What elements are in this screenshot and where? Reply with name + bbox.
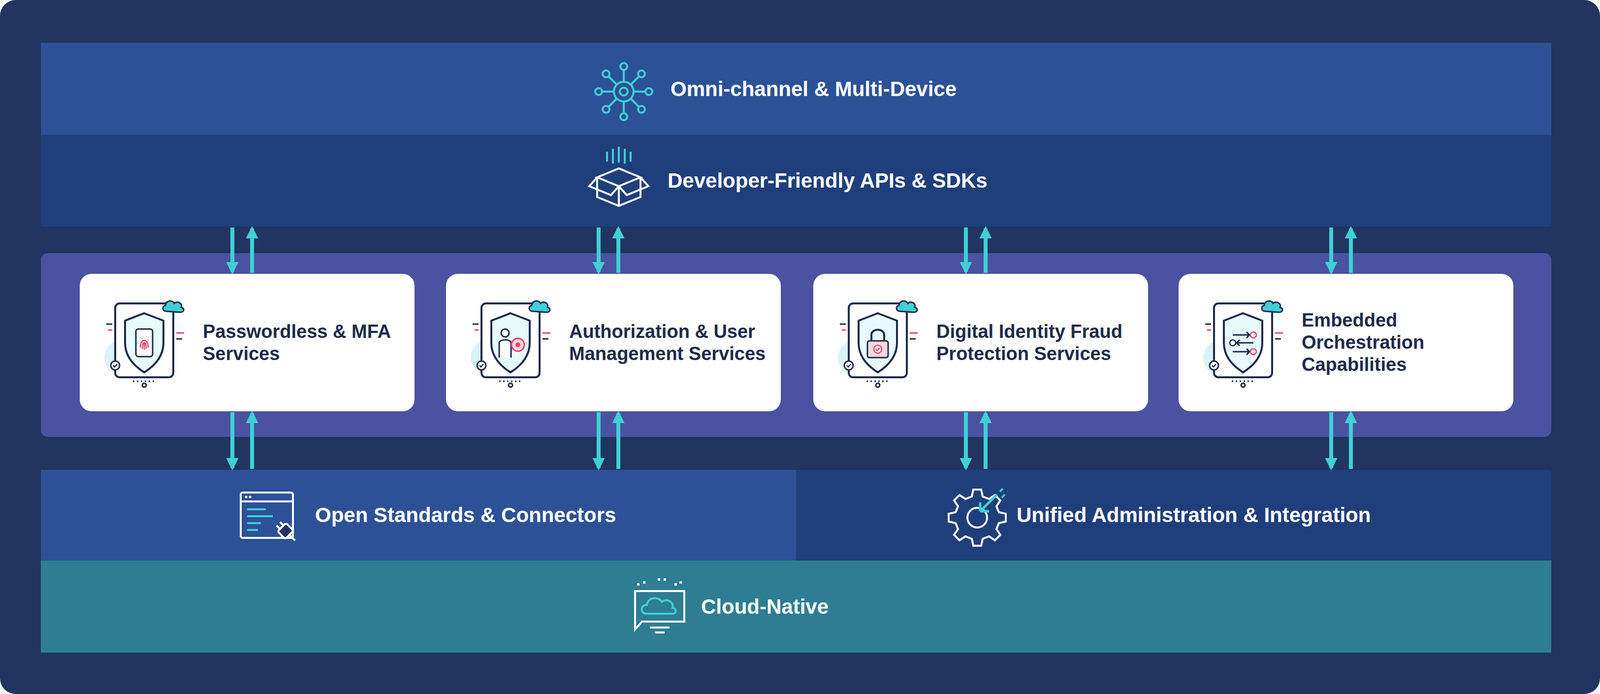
band-ground (40, 469, 797, 561)
layer-band: Open Standards & Connectors (40, 469, 797, 561)
flow-arrow (983, 413, 988, 469)
layer-band: Omni-channel & Multi-Device (40, 42, 1552, 135)
card-ground (813, 273, 1149, 412)
layer-band: Developer-Friendly APIs & SDKs (40, 134, 1552, 227)
flow-arrow (1329, 412, 1334, 468)
band-ground (40, 134, 1552, 227)
cloud-icon (635, 577, 685, 633)
service-card: Embedded Orchestration Capabilities (1178, 273, 1514, 412)
lock-icon (837, 300, 918, 387)
flow-arrow (596, 227, 601, 272)
band-ground (796, 469, 1552, 561)
band-title: Developer-Friendly APIs & SDKs (667, 168, 988, 193)
service-card: Authorization & User Management Services (446, 273, 781, 412)
band-title: Omni-channel & Multi-Device (670, 77, 957, 101)
flow-arrow (1329, 227, 1334, 272)
flow-arrow (230, 412, 235, 468)
flow-arrow (1348, 228, 1353, 273)
card-title: Passwordless & MFA Services (202, 320, 403, 365)
flow-arrow (963, 227, 968, 272)
flow-arrow (1348, 413, 1353, 469)
flow-arrow (616, 413, 621, 469)
layer-band: Unified Administration & Integration (796, 469, 1552, 561)
service-card: Passwordless & MFA Services (79, 273, 415, 412)
flow-arrow (596, 412, 601, 468)
flow-arrow (250, 228, 255, 273)
orchestration-icon (1203, 300, 1283, 387)
card-ground (446, 273, 781, 412)
band-ground (40, 42, 1552, 135)
connector-icon (240, 492, 300, 545)
flow-arrow (230, 227, 235, 272)
services-panel (40, 253, 1552, 437)
card-title: Embedded Orchestration Capabilities (1301, 309, 1502, 376)
flow-arrow (616, 228, 621, 273)
flow-arrow (250, 413, 255, 469)
band-title: Open Standards & Connectors (315, 503, 616, 527)
band-title: Cloud-Native (701, 594, 829, 619)
service-card: Digital Identity Fraud Protection Servic… (813, 273, 1149, 412)
flow-arrow (963, 412, 968, 468)
card-ground (1178, 273, 1514, 412)
package-icon (589, 146, 649, 206)
card-ground (79, 273, 415, 412)
card-title: Authorization & User Management Services (569, 320, 769, 365)
gear-icon (948, 488, 1006, 546)
hub-icon (595, 63, 653, 121)
passwordless-icon (104, 300, 185, 387)
layer-band: Cloud-Native (40, 560, 1552, 653)
card-title: Digital Identity Fraud Protection Servic… (936, 320, 1137, 365)
authorization-icon (470, 300, 551, 387)
flow-arrow (983, 228, 988, 273)
band-ground (40, 560, 1552, 653)
band-title: Unified Administration & Integration (1016, 503, 1371, 527)
